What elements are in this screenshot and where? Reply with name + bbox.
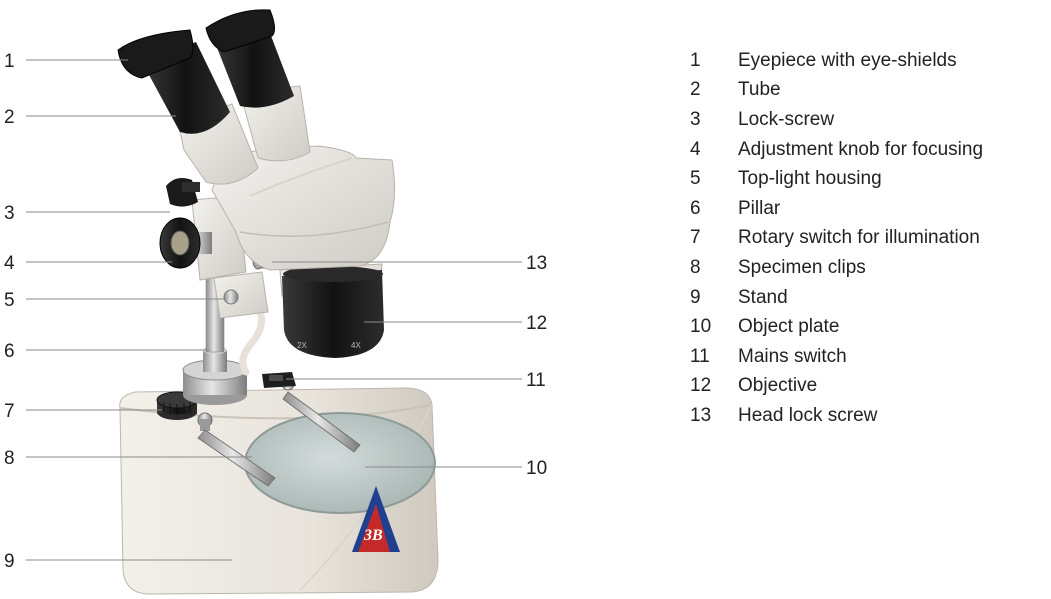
legend-item: 9Stand — [690, 283, 983, 313]
legend-label: Specimen clips — [738, 257, 866, 279]
legend-label: Objective — [738, 375, 817, 397]
legend-number: 2 — [690, 79, 738, 101]
legend-number: 1 — [690, 50, 738, 72]
legend-label: Adjustment knob for focusing — [738, 139, 983, 161]
callout-1: 1 — [4, 51, 15, 72]
callout-8: 8 — [4, 448, 15, 469]
legend-label: Mains switch — [738, 346, 847, 368]
legend-item: 10Object plate — [690, 312, 983, 342]
legend-label: Tube — [738, 79, 781, 101]
legend-number: 3 — [690, 109, 738, 131]
legend-label: Eyepiece with eye-shields — [738, 50, 957, 72]
legend-item: 13Head lock screw — [690, 401, 983, 431]
legend-number: 9 — [690, 287, 738, 309]
object-plate — [245, 413, 435, 513]
legend-label: Lock-screw — [738, 109, 834, 131]
legend-item: 6Pillar — [690, 194, 983, 224]
objective: 2X 4X — [280, 264, 384, 358]
legend-number: 12 — [690, 375, 738, 397]
legend-number: 7 — [690, 227, 738, 249]
legend-item: 4Adjustment knob for focusing — [690, 135, 983, 165]
top-light-housing — [214, 272, 268, 318]
legend-label: Stand — [738, 287, 788, 309]
legend-number: 4 — [690, 139, 738, 161]
brand-logo-text: 3B — [363, 527, 383, 544]
callout-12: 12 — [526, 313, 547, 334]
callout-4: 4 — [4, 253, 15, 274]
callout-9: 9 — [4, 551, 15, 572]
legend-item: 12Objective — [690, 372, 983, 402]
lock-screw — [166, 178, 200, 207]
legend-label: Pillar — [738, 198, 780, 220]
callout-10: 10 — [526, 458, 547, 479]
legend-number: 13 — [690, 405, 738, 427]
legend-label: Object plate — [738, 316, 839, 338]
callout-11: 11 — [526, 370, 546, 391]
legend-label: Rotary switch for illumination — [738, 227, 980, 249]
legend-number: 10 — [690, 316, 738, 338]
pillar-collar — [183, 346, 247, 405]
legend-label: Top-light housing — [738, 168, 882, 190]
legend-item: 2Tube — [690, 76, 983, 106]
callout-7: 7 — [4, 401, 15, 422]
legend-item: 1Eyepiece with eye-shields — [690, 46, 983, 76]
callout-13: 13 — [526, 253, 547, 274]
legend-number: 8 — [690, 257, 738, 279]
mains-switch — [262, 372, 296, 388]
legend-label: Head lock screw — [738, 405, 877, 427]
callout-2: 2 — [4, 107, 15, 128]
legend-number: 6 — [690, 198, 738, 220]
parts-legend: 1Eyepiece with eye-shields 2Tube 3Lock-s… — [690, 46, 983, 431]
legend-item: 5Top-light housing — [690, 164, 983, 194]
callout-3: 3 — [4, 203, 15, 224]
objective-marking-2x: 2X — [297, 341, 307, 350]
objective-marking-4x: 4X — [351, 341, 361, 350]
legend-item: 3Lock-screw — [690, 105, 983, 135]
legend-number: 11 — [690, 346, 738, 368]
microscope-illustration: 2X 4X 3B — [118, 10, 438, 594]
legend-item: 7Rotary switch for illumination — [690, 224, 983, 254]
callout-5: 5 — [4, 290, 15, 311]
callout-6: 6 — [4, 341, 15, 362]
legend-item: 8Specimen clips — [690, 253, 983, 283]
legend-item: 11Mains switch — [690, 342, 983, 372]
legend-number: 5 — [690, 168, 738, 190]
